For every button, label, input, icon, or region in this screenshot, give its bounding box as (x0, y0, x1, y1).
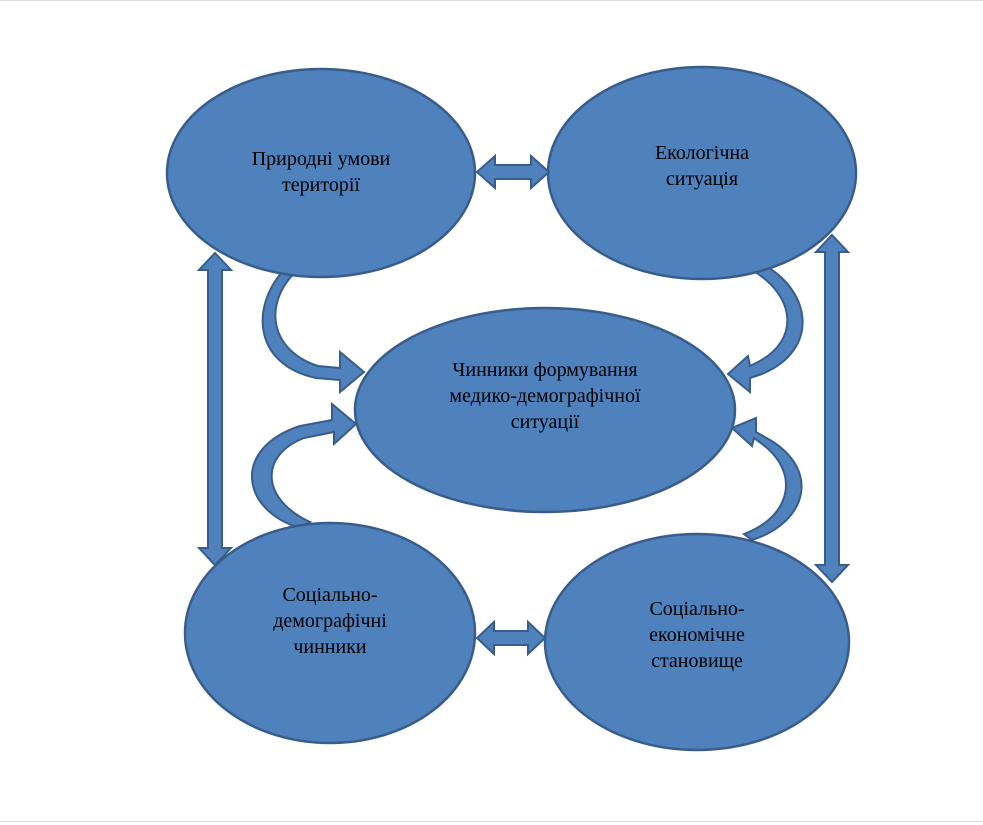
double-arrow-right (813, 233, 851, 584)
node-label-socio-demographic: Соціально- демографічні чинники (273, 584, 387, 658)
node-ellipse-natural (165, 67, 477, 279)
double-arrow-bottom (475, 619, 547, 657)
node-label-natural: Природні умови території (251, 148, 391, 196)
double-arrow-top (475, 153, 551, 191)
curved-arrow-bottom-left (251, 401, 358, 530)
curved-arrow-top-left (261, 262, 366, 395)
node-label-center: Чинники формування медико-демографічної … (449, 359, 641, 433)
node-ellipse-socio-demographic (183, 521, 477, 745)
page-bottom-border (0, 821, 983, 822)
node-ellipse-center (353, 306, 737, 514)
node-ellipse-socio-economic (543, 532, 851, 752)
node-label-socio-economic: Соціально- економічне становище (649, 598, 745, 672)
double-arrow-left (196, 251, 234, 567)
curved-arrow-top-right (726, 262, 804, 395)
node-label-ecological: Екологічна ситуація (654, 142, 750, 190)
curved-arrow-bottom-right (730, 416, 803, 542)
page-top-border (0, 0, 983, 1)
